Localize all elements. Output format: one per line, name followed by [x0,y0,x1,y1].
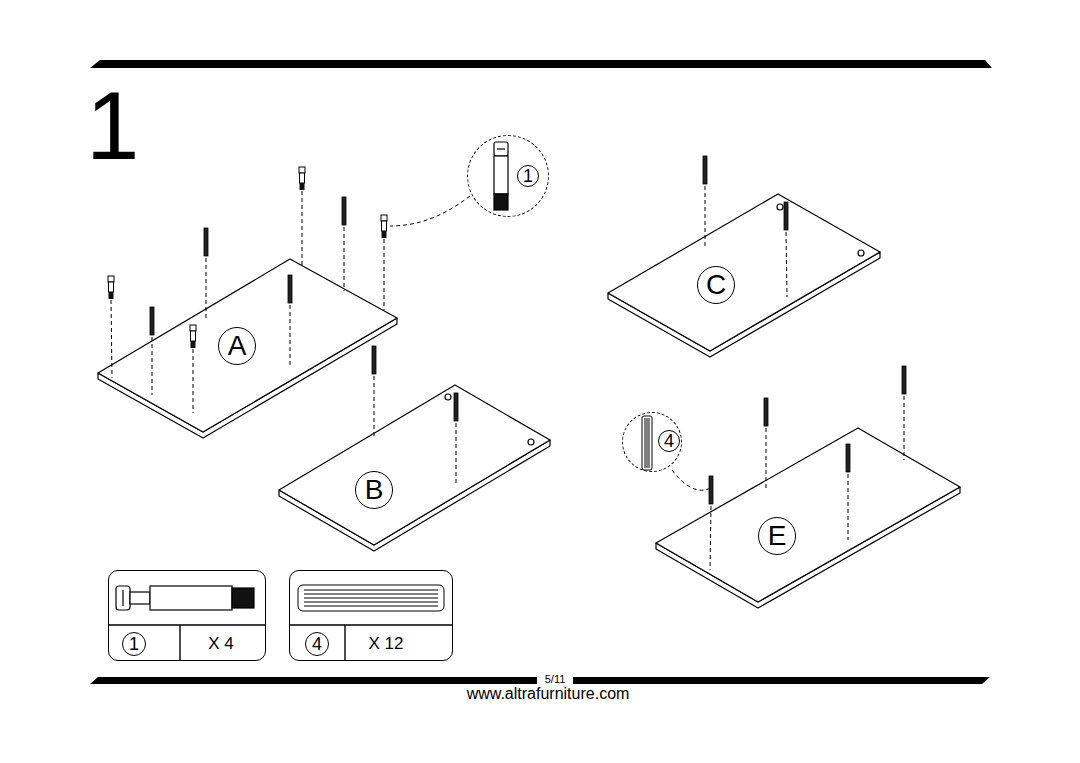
hole [445,394,451,400]
fittings [108,156,906,504]
insertion-lines [111,186,904,570]
panel-label: E [768,522,787,550]
callout-number: 1 [517,165,539,187]
step-number: 1 [86,78,139,174]
panel-letter: C [697,266,735,304]
quantity: X 4 [208,635,234,652]
detail-callout: 1 [467,135,549,217]
callout-number: 4 [658,430,680,452]
hole [777,204,783,210]
parts-table-lines [108,625,453,661]
panel-e [656,428,960,602]
dowel-detail [642,416,652,470]
detail-callout: 4 [622,412,682,472]
footer-bar [90,677,537,684]
panel-c [608,194,880,351]
panel-letter: E [758,517,796,555]
panel-label: B [365,476,384,504]
cam-bolt-part [116,586,254,610]
footer-bar [573,677,990,684]
panel-label: A [228,332,247,360]
hole [858,250,864,256]
parts-box: 1 X 4 [108,570,266,661]
header-bar [90,60,992,68]
quantity: X 12 [369,635,404,652]
part-number: 4 [305,632,329,656]
panel-label: C [706,271,726,299]
part-number: 1 [122,632,146,656]
panel-a [98,259,397,432]
cam-bolt-detail [494,142,508,210]
parts-box: 4 X 12 [289,570,453,661]
page-number: 5/11 [543,674,568,685]
panel-b [279,385,550,545]
panel-letter: A [218,327,256,365]
website: www.altrafurniture.com [465,686,632,702]
hole [528,439,534,445]
dowel-part [298,585,444,611]
panel-letter: B [355,471,393,509]
